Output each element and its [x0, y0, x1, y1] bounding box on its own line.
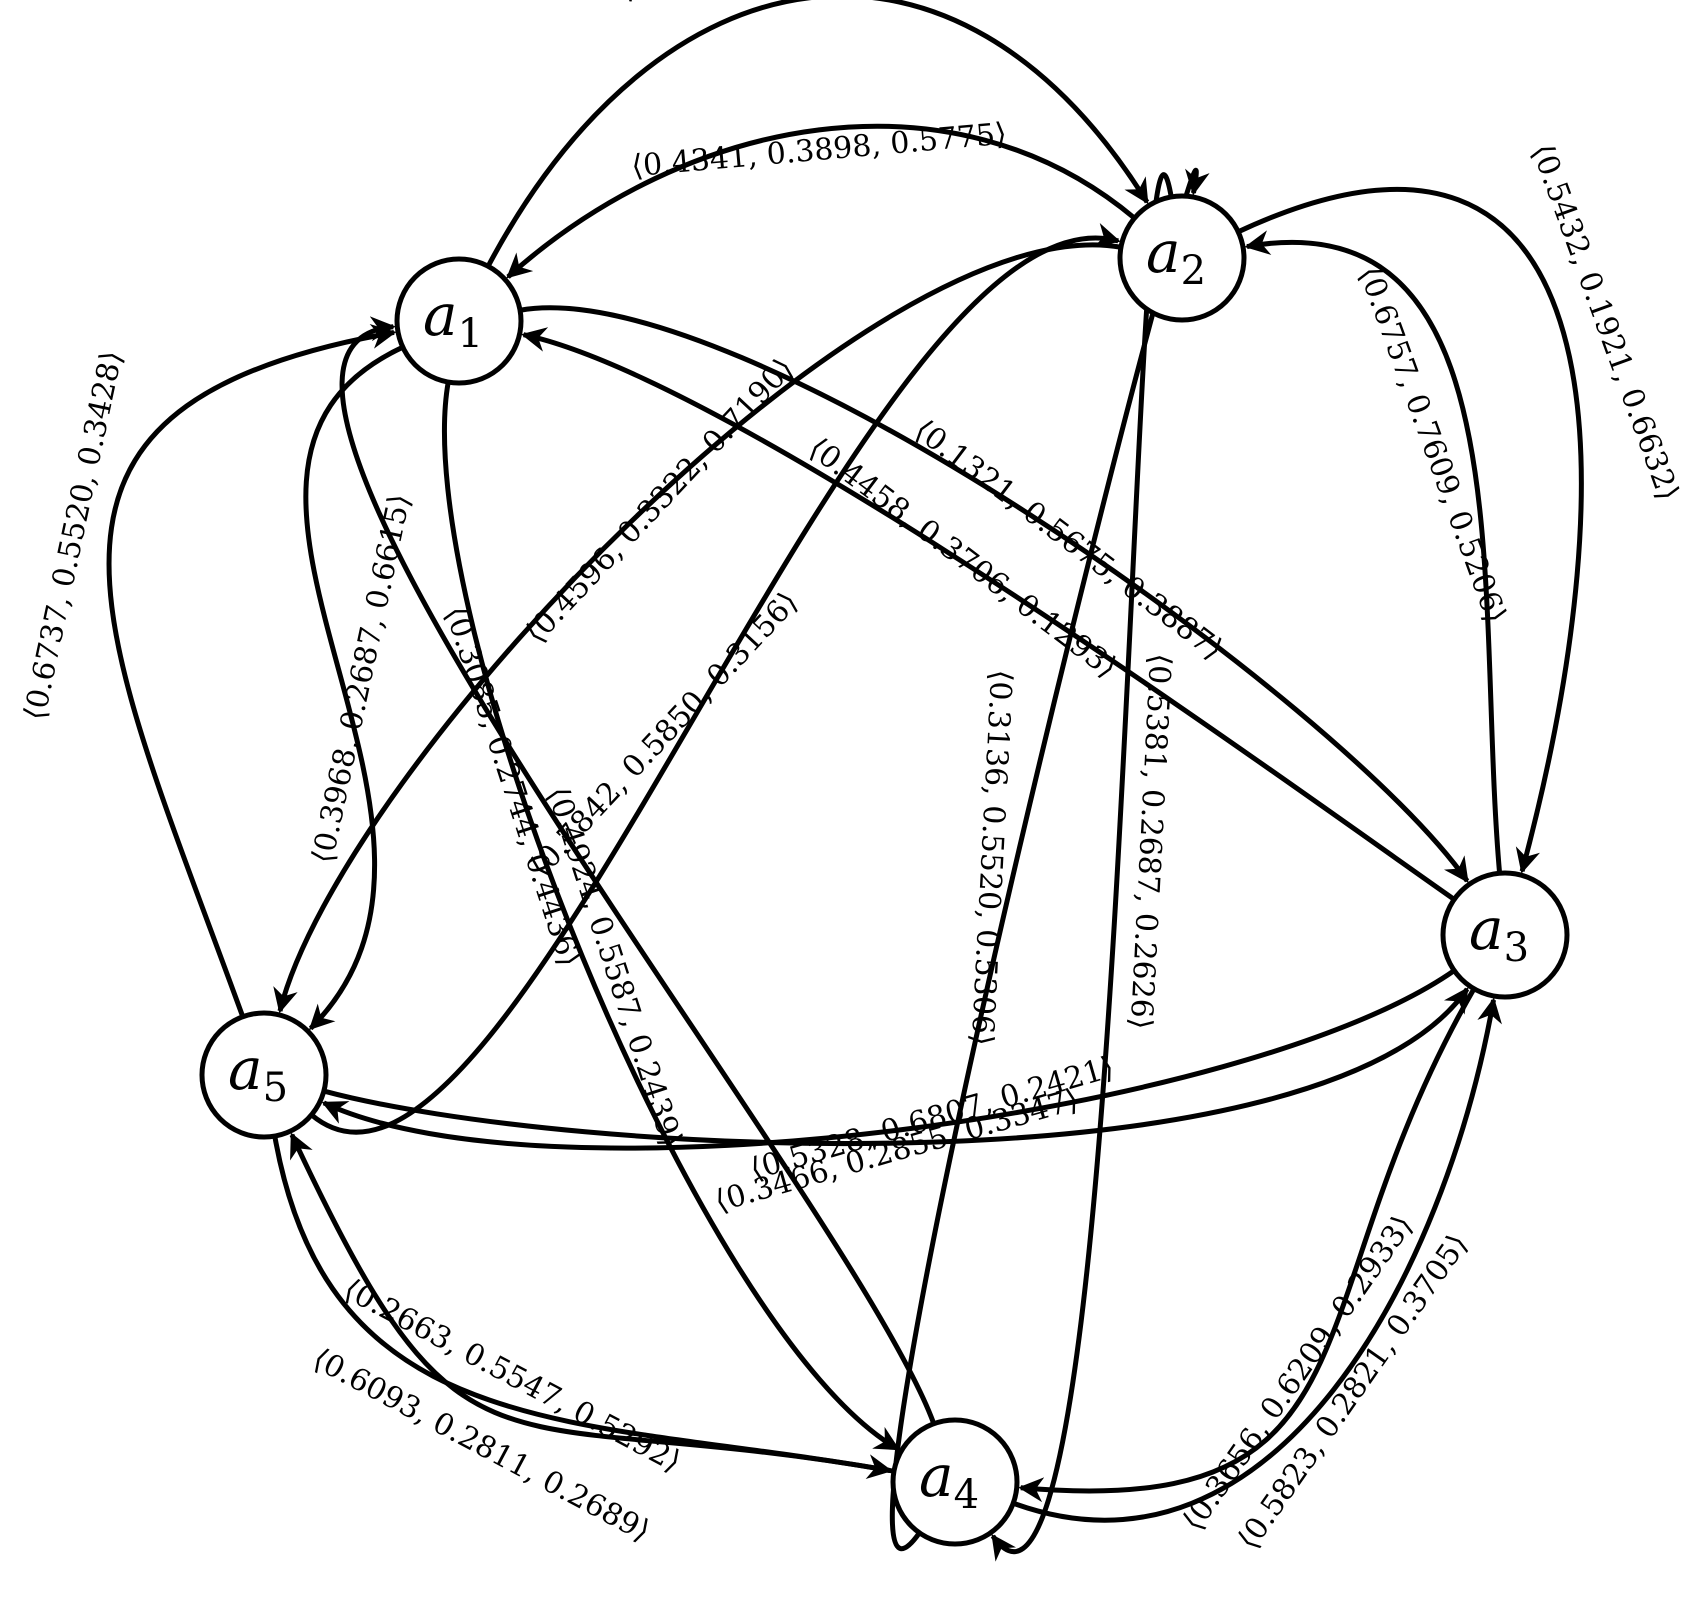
node-circle-a4 — [890, 1417, 1020, 1547]
edge-a5-to-a3 — [323, 987, 1470, 1147]
edge-a3-to-a2 — [1244, 230, 1503, 874]
edge-a2-to-a1 — [506, 123, 1137, 279]
node-label-a1: a1 — [423, 281, 483, 357]
node-a5: a5 — [199, 1010, 329, 1140]
node-a1: a1 — [394, 256, 524, 386]
edge-a3-to-a1 — [521, 327, 1456, 902]
edge-a2-to-a3 — [1237, 186, 1584, 874]
node-circle-a3 — [1440, 870, 1570, 1000]
node-label-a5: a5 — [228, 1035, 288, 1111]
node-label-a2: a2 — [1146, 218, 1206, 294]
node-label-a4: a4 — [919, 1442, 979, 1518]
edge-a5-to-a1 — [106, 324, 397, 1018]
edge-a1-to-a5 — [303, 344, 404, 1031]
edge-label-a4-to-a2: ⟨0.3136, 0.5520, 0.5306⟩ — [964, 669, 1019, 1047]
edge-a3-to-a5 — [321, 968, 1456, 1151]
edge-label-a5-to-a1: ⟨0.6737, 0.5520, 0.3428⟩ — [17, 348, 130, 724]
edge-a3-to-a4 — [1018, 987, 1477, 1503]
node-label-a3: a3 — [1469, 895, 1529, 971]
edge-a1-to-a2 — [485, 0, 1150, 268]
node-a4: a4 — [890, 1417, 1020, 1547]
node-circle-a2 — [1117, 193, 1247, 323]
node-a2: a2 — [1117, 193, 1247, 323]
edge-label-a1-to-a5: ⟨0.3968, 0.2687, 0.6615⟩ — [305, 491, 418, 867]
edge-a1-to-a3 — [519, 305, 1470, 883]
edge-a4-to-a3 — [1012, 997, 1502, 1523]
edge-label-a2-to-a3: ⟨0.5432, 0.1921, 0.6632⟩ — [1524, 140, 1686, 506]
edge-label-a3-to-a2: ⟨0.6757, 0.7609, 0.5206⟩ — [1351, 262, 1513, 628]
edge-label-a2-to-a1: ⟨0.4341, 0.3898, 0.5775⟩ — [630, 117, 1008, 185]
edge-a2-to-a5 — [273, 242, 1122, 1014]
node-circle-a5 — [199, 1010, 329, 1140]
edge-label-a1-to-a2: ⟨0.6951, 0.4973, 0.2912⟩ — [620, 0, 998, 6]
node-circle-a1 — [394, 256, 524, 386]
edge-label-a2-to-a4: ⟨0.5381, 0.2687, 0.2626⟩ — [1123, 653, 1178, 1031]
node-a3: a3 — [1440, 870, 1570, 1000]
edge-a4-to-a5 — [289, 1132, 895, 1474]
edge-a1-to-a4 — [442, 381, 901, 1452]
